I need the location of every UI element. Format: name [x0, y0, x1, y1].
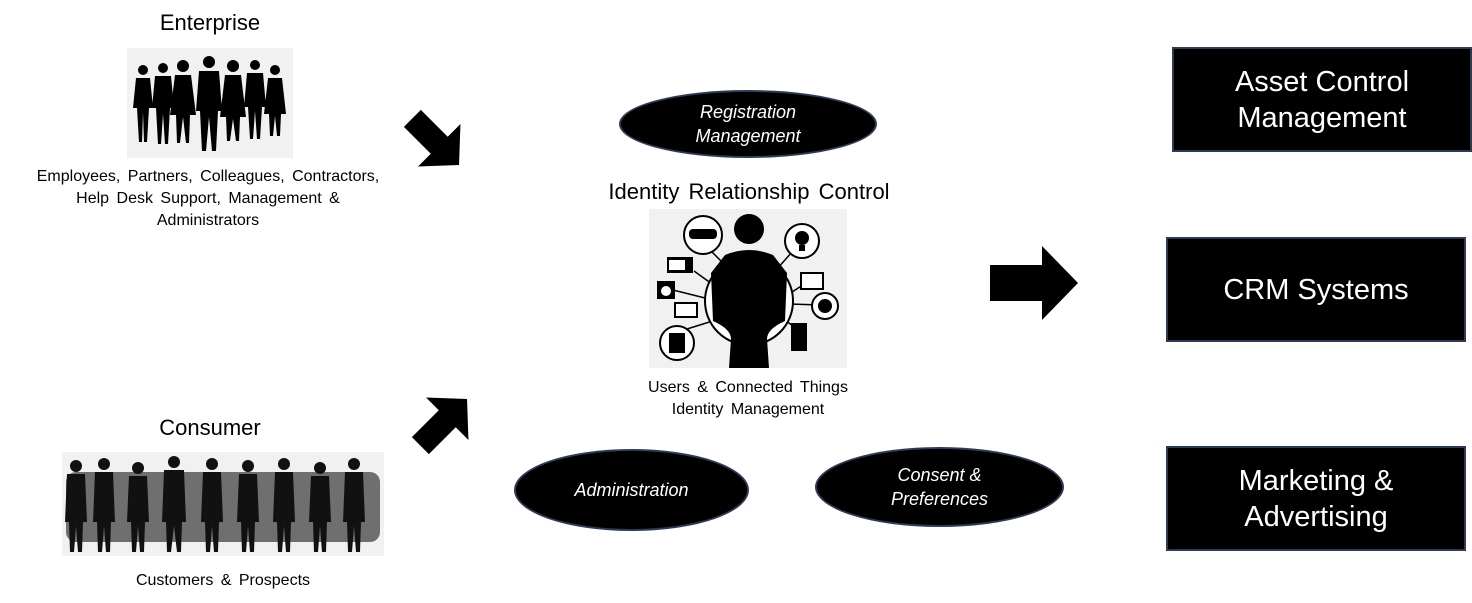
enterprise-caption: Employees, Partners, Colleagues, Contrac… — [36, 168, 380, 229]
enterprise-people-image — [127, 48, 293, 158]
enterprise-title: Enterprise — [159, 10, 261, 35]
marketing-advertising-box: Marketing & Advertising — [1166, 446, 1466, 551]
crm-systems-box: CRM Systems — [1166, 237, 1466, 342]
consumer-crowd-icon — [65, 456, 380, 552]
marketing-advertising-label: Marketing & Advertising — [1238, 464, 1394, 533]
enterprise-arrow-icon — [403, 109, 461, 167]
asset-control-management-label: Asset Control Management — [1234, 65, 1410, 134]
consumer-arrow-icon — [411, 397, 469, 455]
consent-preferences-label: Consent & Preferences — [890, 465, 989, 509]
connected-things-image — [649, 209, 847, 368]
enterprise-silhouettes-icon — [133, 56, 286, 151]
asset-control-management-box: Asset Control Management — [1172, 47, 1472, 152]
users-connected-things-caption: Users & Connected Things Identity Manage… — [648, 379, 848, 418]
identity-relationship-control-title: Identity Relationship Control — [608, 179, 890, 204]
registration-management-label: Registration Management — [695, 102, 801, 146]
consumer-title: Consumer — [159, 415, 261, 440]
crm-systems-label: CRM Systems — [1223, 273, 1409, 306]
registration-management-ellipse: Registration Management — [619, 90, 877, 158]
consent-preferences-ellipse: Consent & Preferences — [815, 447, 1064, 527]
connected-devices-icon — [657, 214, 839, 368]
output-arrow-icon — [990, 246, 1078, 320]
consumer-caption: Customers & Prospects — [135, 572, 311, 589]
administration-label: Administration — [574, 480, 689, 500]
administration-ellipse: Administration — [514, 449, 749, 531]
consumer-crowd-image — [62, 452, 384, 556]
